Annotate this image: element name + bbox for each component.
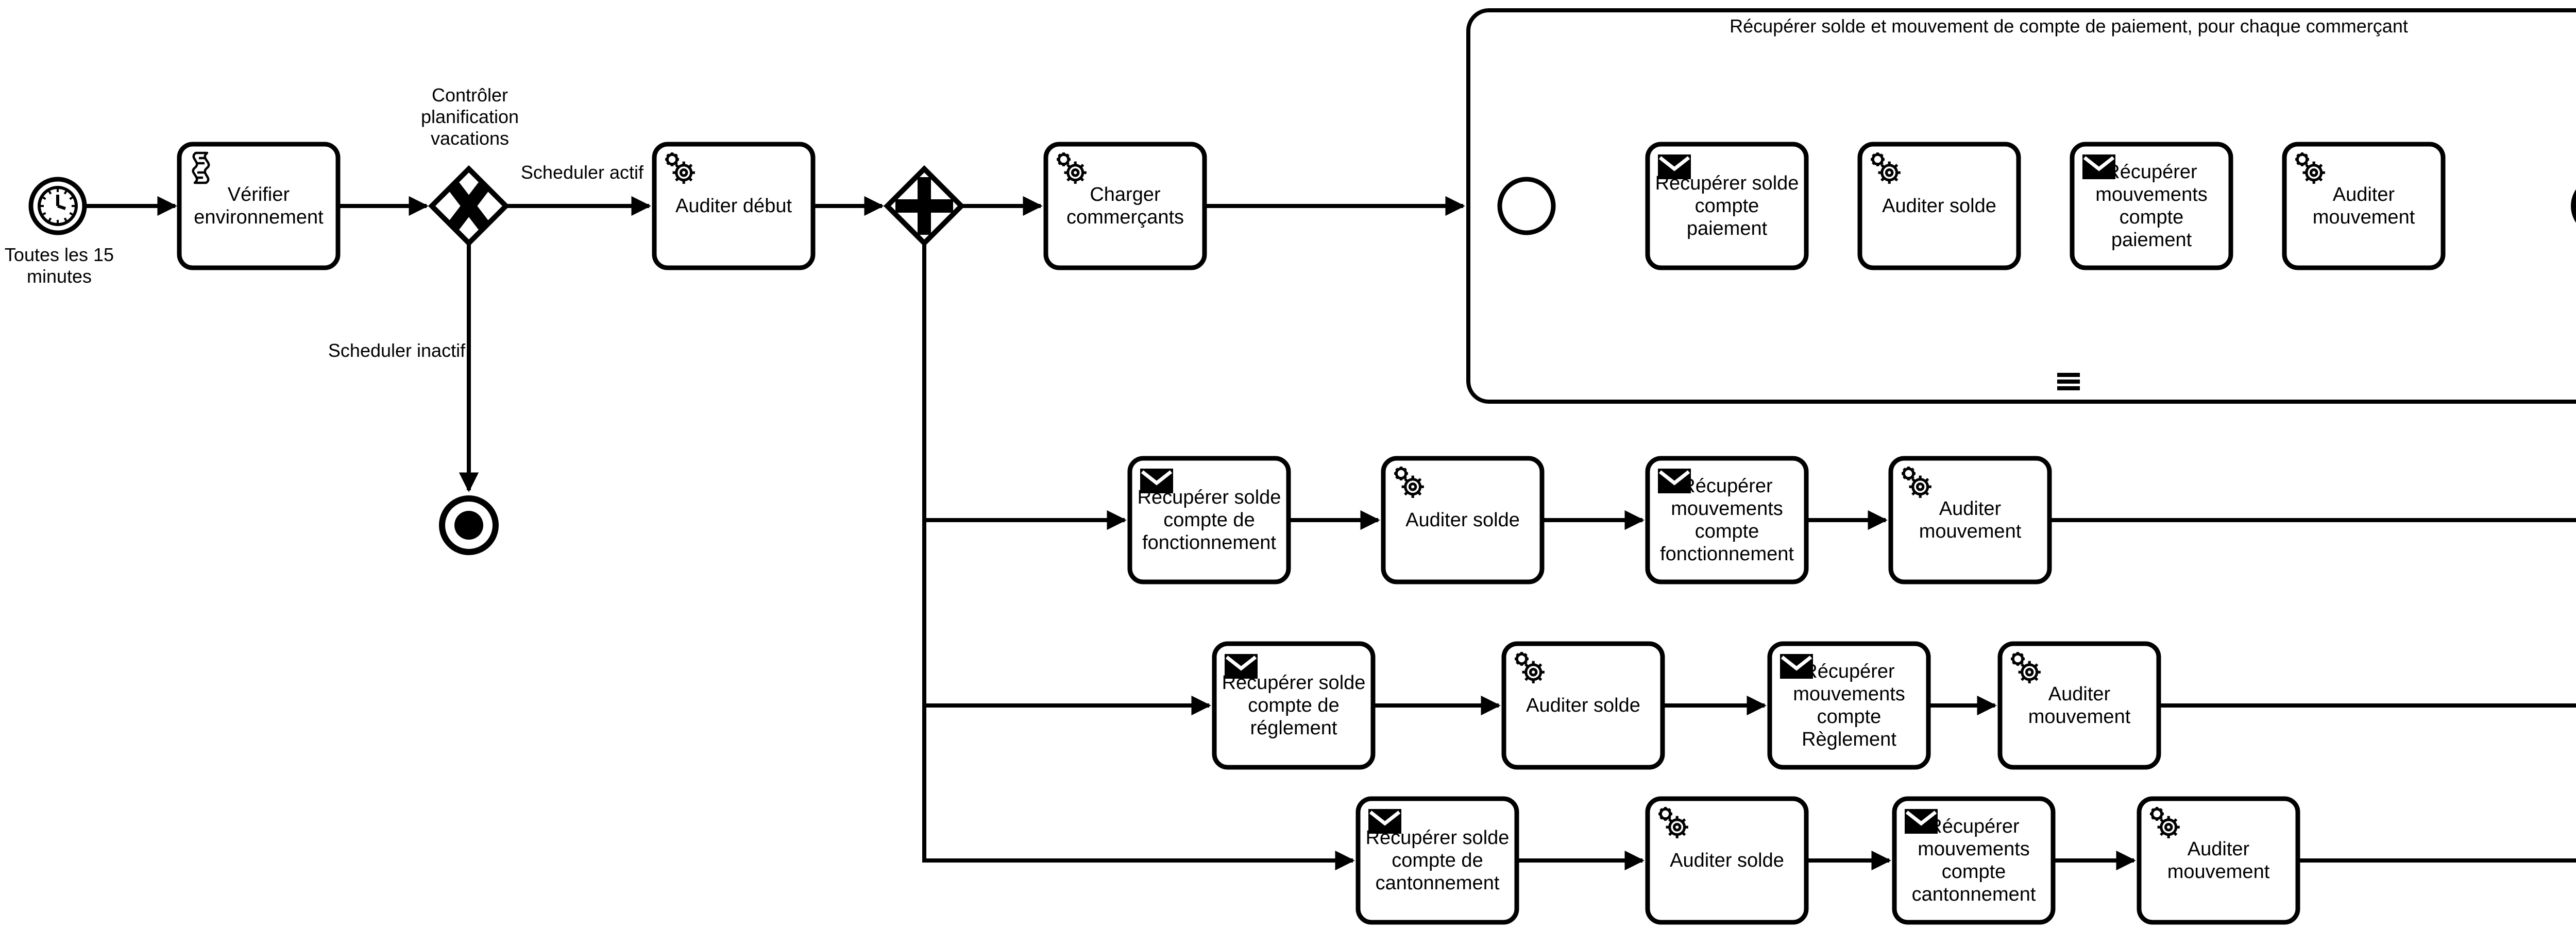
task-b1-recuperer-mouvements[interactable] <box>1645 456 1809 584</box>
task-b3-auditer-mouvement[interactable] <box>2137 796 2300 925</box>
task-b2-auditer-solde[interactable] <box>1501 641 1665 770</box>
flow-label-scheduler-inactif: Scheduler inactif <box>328 340 466 361</box>
task-label-b3-3: Récupérer mouvements compte cantonnement <box>1911 816 2036 905</box>
task-sub-recuperer-solde-paiement[interactable] <box>1645 142 1809 270</box>
sequential-multi-instance-marker-icon <box>2057 373 2080 390</box>
task-label-b2-4: Auditer mouvement <box>2028 683 2131 728</box>
task-label-b3-1: Récupérer solde compte de cantonnement <box>1365 827 1510 894</box>
x-gateway-glyph-icon <box>448 182 489 230</box>
task-b3-auditer-solde[interactable] <box>1645 796 1809 925</box>
terminate-end-event-scheduler-inactif[interactable] <box>439 495 499 555</box>
task-b2-recuperer-mouvements[interactable] <box>1767 641 1931 770</box>
subprocess-start-event[interactable] <box>1497 177 1556 235</box>
task-label-b2-2: Auditer solde <box>1526 695 1640 716</box>
task-verifier-environnement[interactable] <box>177 142 341 270</box>
task-label-b2-1: Récupérer solde compte de réglement <box>1222 672 1366 739</box>
subprocess-title: Récupérer solde et mouvement de compte d… <box>1730 15 2408 37</box>
parallel-split-gateway[interactable] <box>883 165 965 247</box>
task-sub-auditer-solde[interactable] <box>1857 142 2021 270</box>
task-b1-recuperer-solde[interactable] <box>1127 456 1291 584</box>
task-label-b1-3: Récupérer mouvements compte fonctionneme… <box>1660 475 1794 565</box>
task-label-b1-1: Récupérer solde compte de fonctionnement <box>1137 487 1281 554</box>
subprocess-paiement[interactable] <box>1466 8 2576 404</box>
task-charger-commercants[interactable] <box>1043 142 1207 270</box>
task-b2-recuperer-solde[interactable] <box>1212 641 1376 770</box>
flow-label-scheduler-actif: Scheduler actif <box>520 162 644 183</box>
task-b2-auditer-mouvement[interactable] <box>1997 641 2161 770</box>
task-sub-recuperer-mouvements-paiement[interactable] <box>2070 142 2233 270</box>
task-label-b1-4: Auditer mouvement <box>1919 498 2022 542</box>
task-b3-recuperer-solde[interactable] <box>1355 796 1519 925</box>
task-label-b2-3: Récupérer mouvements compte Règlement <box>1793 661 1905 750</box>
timer-clock-icon <box>38 186 78 226</box>
task-label-sub-3: Récupérer mouvements compte paiement <box>2095 161 2208 251</box>
task-b3-recuperer-mouvements[interactable] <box>1892 796 2056 925</box>
task-auditer-debut[interactable] <box>652 142 816 270</box>
task-label-verifier: Vérifier environnement <box>194 184 324 228</box>
task-sub-auditer-mouvement[interactable] <box>2282 142 2446 270</box>
task-label-charger: Charger commerçants <box>1066 184 1184 228</box>
subprocess-end-event[interactable] <box>2571 179 2576 233</box>
task-label-b3-2: Auditer solde <box>1670 850 1784 871</box>
task-label-sub-4: Auditer mouvement <box>2312 184 2415 228</box>
start-event-label: Toutes les 15 minutes <box>4 244 114 287</box>
task-label-b1-2: Auditer solde <box>1405 509 1520 531</box>
task-b1-auditer-solde[interactable] <box>1381 456 1545 584</box>
task-label-auditer-debut: Auditer début <box>675 195 792 217</box>
exclusive-gateway[interactable] <box>428 165 510 247</box>
plus-gateway-glyph-icon <box>895 177 953 235</box>
timer-start-event[interactable] <box>28 177 87 235</box>
task-b1-auditer-mouvement[interactable] <box>1888 456 2052 584</box>
task-label-sub-2: Auditer solde <box>1882 195 1996 217</box>
task-label-b3-4: Auditer mouvement <box>2167 838 2270 883</box>
task-label-sub-1: Récupérer solde compte paiement <box>1655 173 1799 239</box>
gateway-label: Contrôler planification vacations <box>420 84 519 149</box>
